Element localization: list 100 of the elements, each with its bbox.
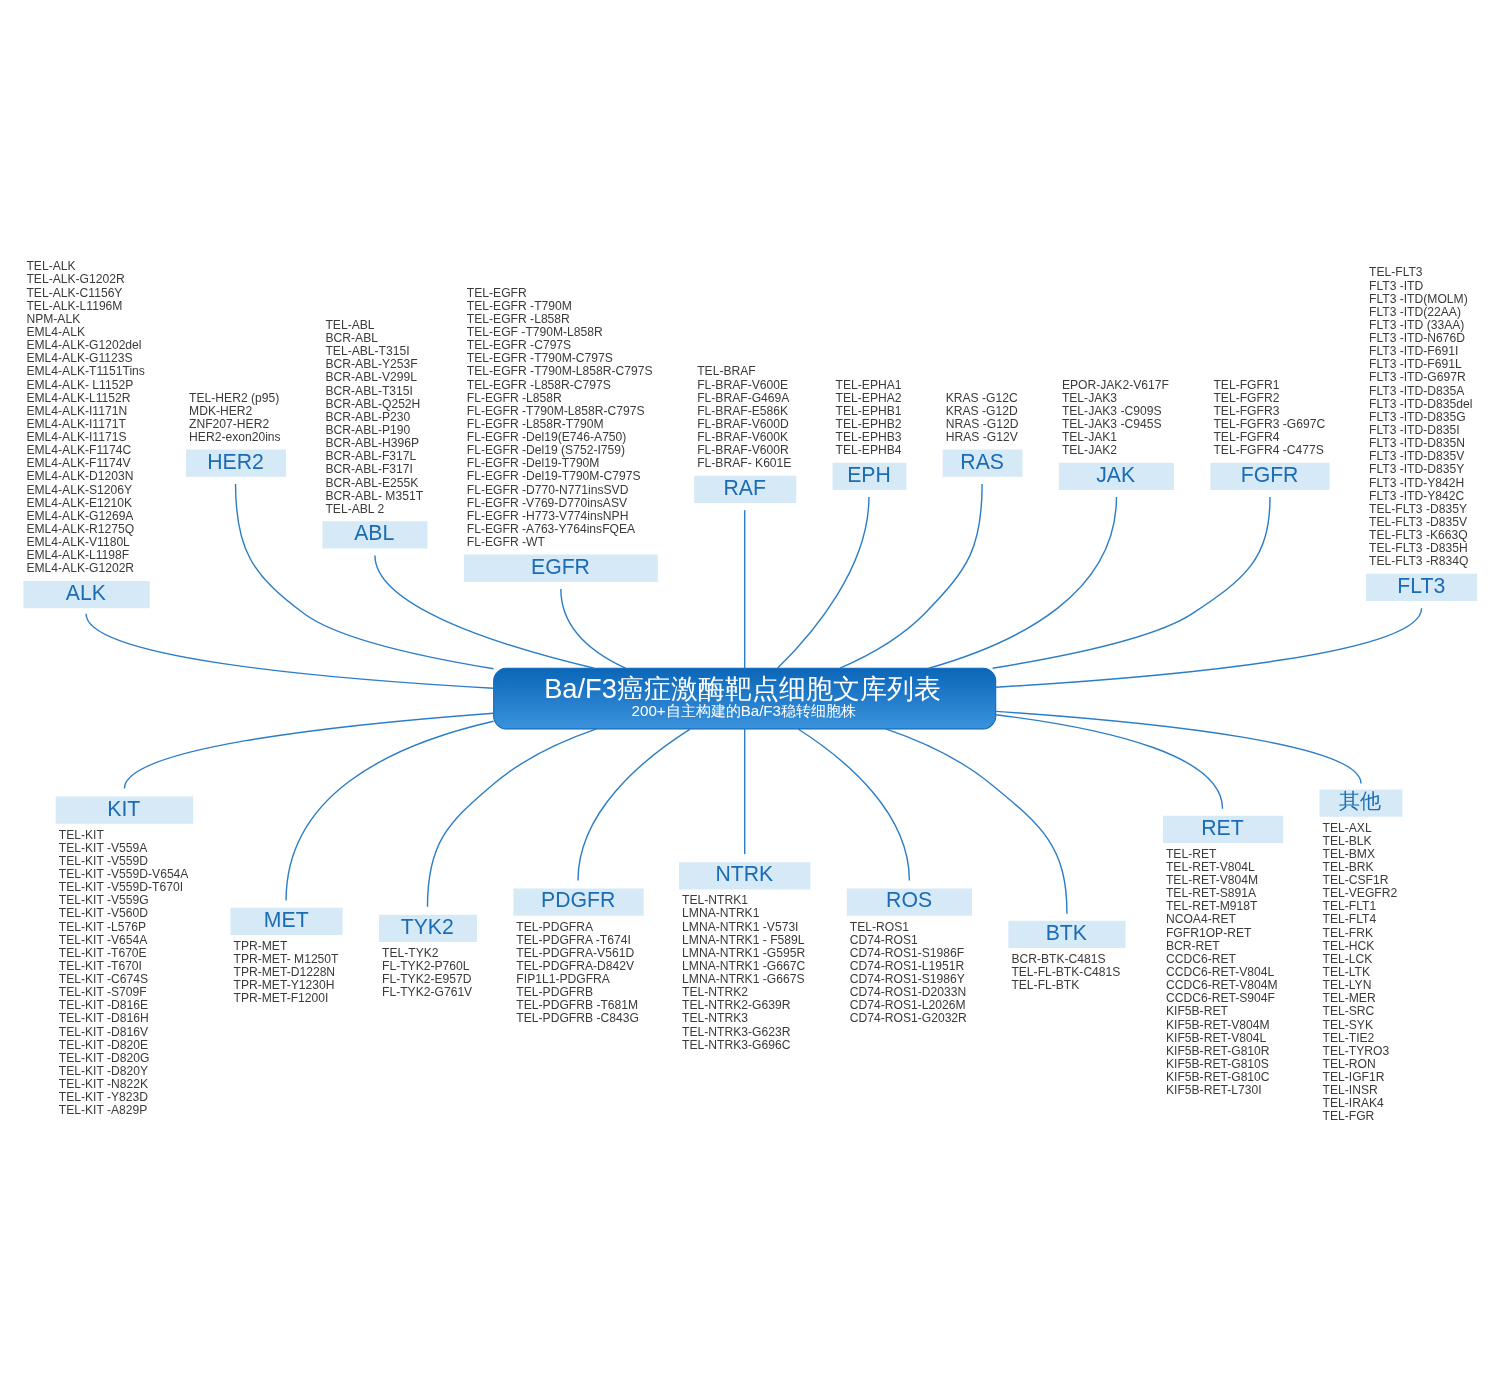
node-label: FL-EGFR -Del19-T790M-C797S	[466, 468, 641, 483]
node-label: BCR-ABL-P190	[325, 422, 411, 437]
node-label: TEL-PDGFRB -C843G	[516, 1010, 639, 1025]
node-label: TEL-PDGFRB	[516, 984, 594, 999]
node-label: KIF5B-RET	[1165, 1003, 1228, 1018]
node-label: KRAS -G12C	[945, 390, 1018, 405]
node-label: KIF5B-RET-V804L	[1165, 1030, 1267, 1045]
node-label: TEL-RON	[1322, 1056, 1376, 1071]
node-label: BCR-ABL-Y253F	[325, 356, 418, 371]
node-label: BCR-ABL-E255K	[325, 475, 419, 490]
node-label: TEL-KIT -D820E	[58, 1037, 149, 1052]
node-label: EML4-ALK-G1269A	[26, 508, 134, 523]
node-label: TEL-EGFR	[466, 285, 527, 300]
node-label: TPR-MET-D1228N	[233, 964, 336, 979]
node-box: FLT3	[1366, 573, 1478, 601]
node-label: FLT3 -ITD-D835V	[1369, 448, 1465, 463]
node-label: TEL-SRC	[1322, 1003, 1375, 1018]
node-label: TEL-FLT3 -K663Q	[1369, 527, 1468, 542]
node-label: TEL-FGFR4	[1213, 429, 1280, 444]
node-label: TEL-FGFR4 -C477S	[1213, 442, 1324, 457]
node-label: TEL-KIT -V559D-T670I	[58, 879, 184, 894]
node-box: BTK	[1008, 920, 1126, 948]
node-box: FGFR	[1210, 462, 1330, 490]
node-box: Ba/F3癌症激酶靶点细胞文库列表 200+自主构建的Ba/F3稳转细胞株	[493, 667, 997, 729]
node-label: TEL-SYK	[1322, 1017, 1374, 1031]
node-label: FL-BRAF-V600D	[697, 416, 789, 431]
connector	[991, 495, 1271, 669]
node-label: CCDC6-RET	[1165, 951, 1236, 966]
node-label: FLT3 -ITD-G697R	[1369, 369, 1466, 384]
node-label: TEL-KIT -D820G	[58, 1050, 150, 1065]
node-label: TEL-PDGFRA -T674I	[516, 932, 631, 947]
node-label: TEL-KIT -V559D-V654A	[58, 866, 189, 881]
node-label: CD74-ROS1	[849, 932, 918, 947]
node-label: TEL-KIT -D820Y	[58, 1063, 149, 1078]
node-label: TEL-KIT -N822K	[58, 1076, 149, 1091]
node-label: TEL-KIT -L576P	[58, 919, 147, 934]
node-label: EML4-ALK-I1171S	[26, 429, 127, 444]
node-label: EML4-ALK	[26, 324, 85, 339]
node-label: TEL-LTK	[1322, 964, 1371, 979]
node-label: EML4-ALK-G1123S	[26, 350, 133, 365]
node-label: CCDC6-RET-V804L	[1165, 964, 1275, 979]
node-label: TEL-FGFR2	[1213, 390, 1280, 405]
node-label: FLT3 -ITD-D835N	[1369, 435, 1466, 450]
node-label: TEL-VEGFR2	[1322, 885, 1398, 900]
node-label: FL-BRAF-E586K	[697, 403, 789, 418]
node-label: FL-EGFR -L858R	[466, 390, 562, 405]
node-label: FL-EGFR -A763-Y764insFQEA	[466, 521, 636, 536]
node-label: FLT3 -ITD-F691I	[1369, 343, 1459, 358]
node-label: TPR-MET	[233, 938, 288, 953]
node-label: HER2-exon20ins	[189, 429, 281, 444]
node-box: PDGFR	[513, 888, 644, 916]
node-label: FL-EGFR -Del19(E746-A750)	[466, 429, 627, 444]
node-box: RET	[1162, 815, 1284, 843]
node-label: BCR-ABL- M351T	[325, 488, 424, 503]
node-label: TEL-EGFR -T790M-L858R-C797S	[466, 363, 653, 378]
node-label: EML4-ALK-V1180L	[26, 534, 130, 549]
node-box: MET	[230, 907, 343, 935]
node-label: EML4-ALK-T1151Tins	[26, 363, 145, 378]
node-label: EML4-ALK-R1275Q	[26, 521, 135, 536]
node-label: FL-EGFR -Del19 (S752-I759)	[466, 442, 626, 457]
node-label: CCDC6-RET-V804M	[1165, 977, 1278, 992]
node-box: RAS	[942, 449, 1023, 477]
node-label: FLT3 -ITD-D835A	[1369, 383, 1465, 398]
node-label: TEL-AXL	[1322, 820, 1372, 835]
node-label: TEL-EPHA2	[835, 390, 902, 405]
node-label: TEL-BLK	[1322, 833, 1372, 848]
node-label: MDK-HER2	[189, 403, 253, 418]
node-label: TEL-ABL 2	[325, 501, 385, 516]
node-box: JAK	[1058, 462, 1175, 490]
node-label: TEL-TYRO3	[1322, 1043, 1390, 1058]
connector	[995, 606, 1423, 688]
node-label: TEL-KIT -D816H	[58, 1010, 149, 1025]
node-label: TEL-RET-M918T	[1165, 898, 1258, 913]
node-label: CD74-ROS1-D2033N	[849, 984, 967, 999]
connector	[123, 711, 494, 789]
connector	[884, 727, 1068, 914]
connector	[744, 727, 746, 855]
node-label: TEL-KIT -V559D	[58, 853, 149, 868]
node-label: TEL-BRK	[1322, 859, 1374, 874]
connector	[234, 482, 495, 669]
node-label: CD74-ROS1-S1986F	[849, 945, 965, 960]
node-label: TEL-KIT -S709F	[58, 984, 147, 999]
node-label: TEL-EPHB1	[835, 403, 902, 418]
node-label: TEL-RET	[1165, 846, 1217, 861]
node-label: TEL-PDGFRA-D842V	[516, 958, 635, 973]
node-box: ALK	[23, 580, 150, 608]
node-label: EML4-ALK-S1206Y	[26, 482, 133, 497]
connector	[776, 495, 870, 669]
node-label: LMNA-NTRK1 - F589L	[682, 932, 805, 947]
node-label: BCR-ABL-T315I	[325, 383, 413, 398]
node-box: HER2	[186, 449, 287, 477]
node-label: TEL-ALK-L1196M	[26, 298, 123, 313]
node-label: TEL-NTRK2-G639R	[682, 997, 791, 1012]
node-label: BCR-ABL-F317L	[325, 448, 417, 463]
node-label: TEL-ABL	[325, 317, 375, 332]
node-box: NTRK	[679, 861, 811, 889]
node-label: TEL-KIT -D816E	[58, 997, 149, 1012]
node-label: TEL-LCK	[1322, 951, 1373, 966]
node-label: TEL-KIT -V559G	[58, 892, 149, 907]
node-label: EML4-ALK-E1210K	[26, 495, 133, 510]
